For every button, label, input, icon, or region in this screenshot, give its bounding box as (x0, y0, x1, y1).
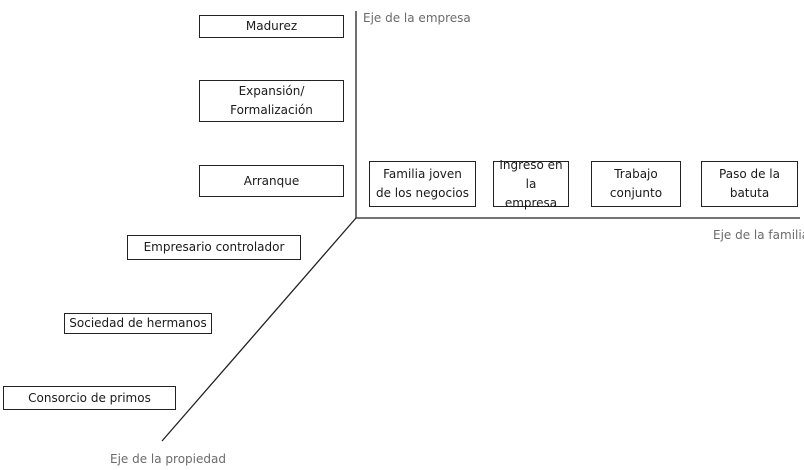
stage-consorcio-primos: Consorcio de primos (3, 386, 176, 410)
propiedad-axis-line (161, 217, 357, 442)
stage-familia-joven: Familia joven de los negocios (369, 161, 476, 207)
propiedad-axis-label: Eje de la propiedad (110, 452, 226, 466)
stage-paso-batuta: Paso de la batuta (701, 161, 798, 207)
familia-axis-label: Eje de la familia (713, 228, 804, 242)
stage-trabajo-conjunto: Trabajo conjunto (591, 161, 681, 207)
stage-empresario-controlador: Empresario controlador (127, 235, 301, 260)
stage-madurez: Madurez (199, 15, 344, 38)
stage-arranque: Arranque (199, 165, 344, 197)
stage-expansion-formalizacion: Expansión/ Formalización (199, 80, 344, 122)
empresa-axis-label: Eje de la empresa (363, 11, 471, 25)
stage-sociedad-hermanos: Sociedad de hermanos (64, 313, 212, 334)
stage-ingreso-empresa: Ingreso en la empresa (493, 158, 569, 210)
